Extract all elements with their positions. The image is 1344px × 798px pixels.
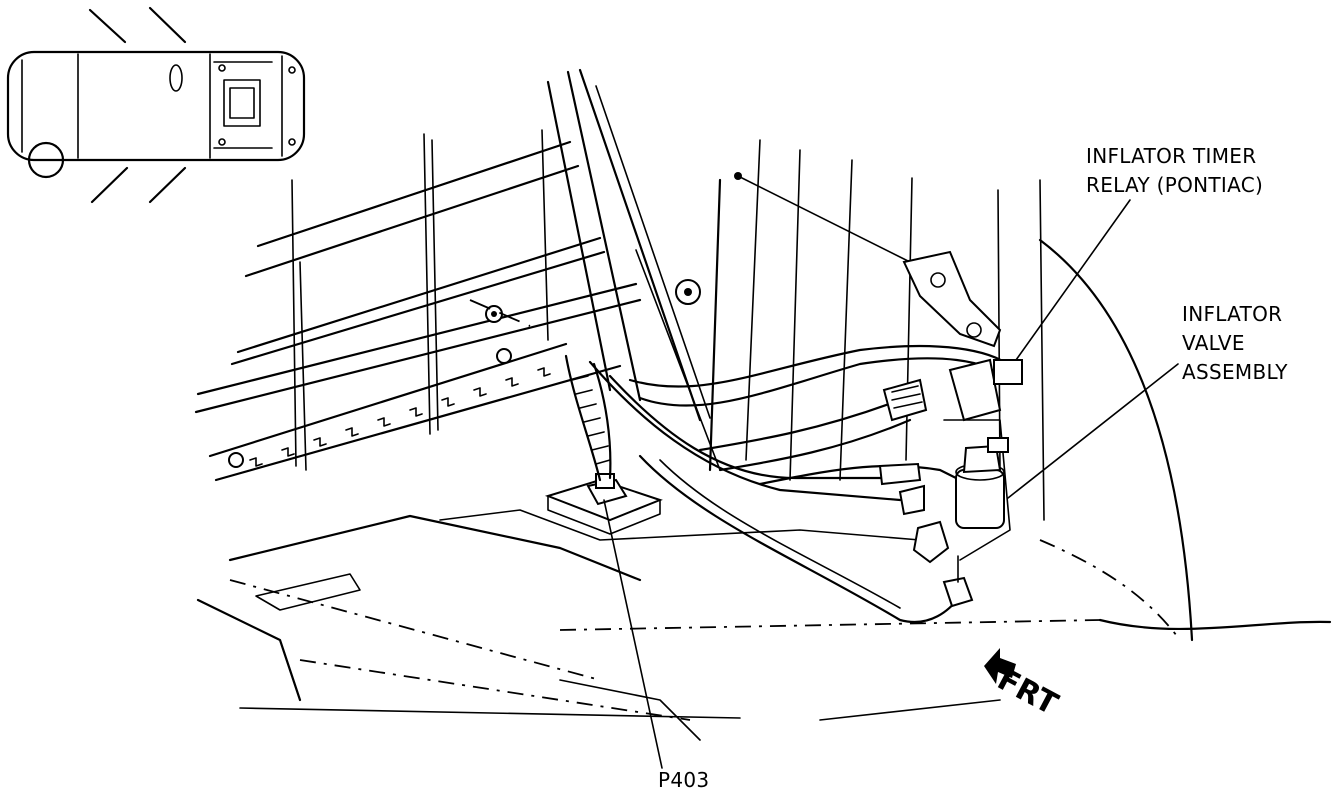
arrow-left-icon	[984, 648, 1016, 684]
label-inflator-valve-line2: VALVE	[1182, 331, 1245, 355]
wheel-well	[1038, 238, 1332, 642]
label-inflator-timer-relay-line2: RELAY (PONTIAC)	[1086, 173, 1264, 197]
label-inflator-timer-relay: INFLATOR TIMER RELAY (PONTIAC)	[1086, 142, 1263, 200]
inflator-valve-assembly	[878, 419, 1011, 608]
label-ground-point: P403	[658, 768, 710, 792]
label-inflator-valve-assembly: INFLATOR VALVE ASSEMBLY	[1182, 300, 1288, 387]
side-wall-ribs	[194, 129, 642, 471]
ground-stud-p403	[544, 473, 663, 769]
floor-rail	[208, 299, 622, 482]
label-inflator-valve-line1: INFLATOR	[1182, 302, 1283, 326]
floor-panel	[196, 509, 1101, 741]
inflator-timer-relay	[734, 172, 1023, 422]
vehicle-top-view-icon	[6, 6, 306, 204]
label-inflator-timer-relay-line1: INFLATOR TIMER	[1086, 144, 1257, 168]
leader-lines	[1007, 199, 1179, 499]
wiring-harness	[564, 344, 1012, 623]
label-inflator-valve-line3: ASSEMBLY	[1182, 360, 1288, 384]
